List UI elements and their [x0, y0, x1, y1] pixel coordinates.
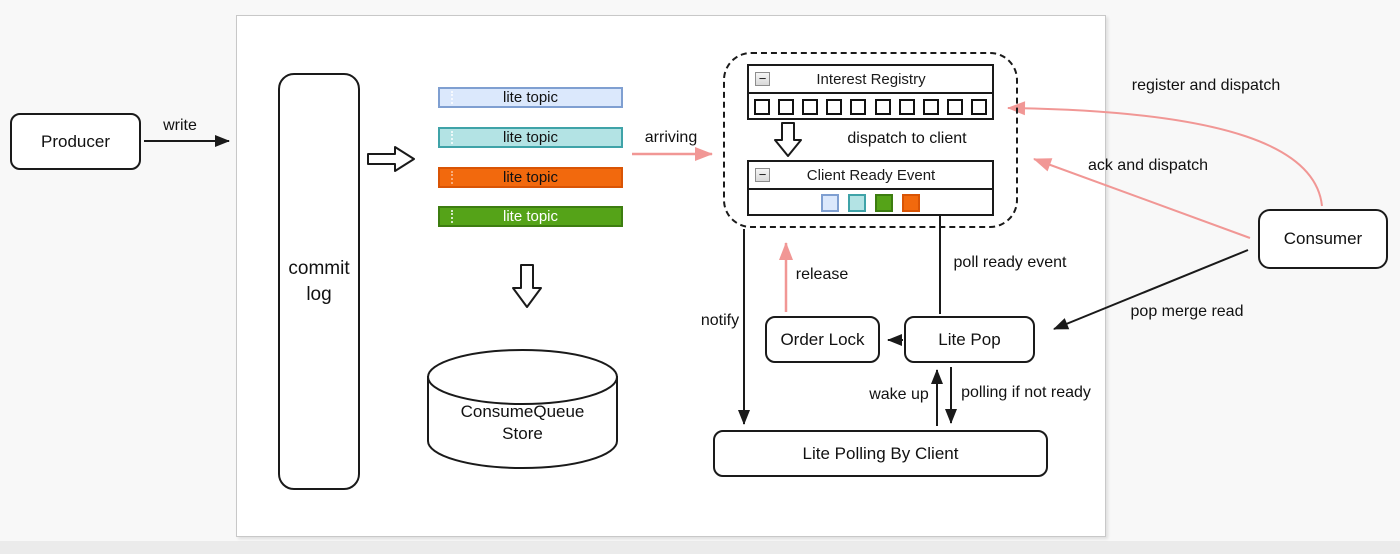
node-lite-polling-by-client: Lite Polling By Client	[713, 430, 1048, 477]
bar-divider	[451, 210, 453, 223]
edge-label-pop-merge-read: pop merge read	[1130, 303, 1244, 320]
edge-label-release: release	[795, 266, 849, 283]
interest-registry-titlebar: − Interest Registry	[749, 66, 992, 94]
ready-event-square-green	[875, 194, 893, 212]
lite-topic-bar: lite topic	[438, 87, 623, 108]
consumer-label: Consumer	[1283, 229, 1363, 248]
lite-topic-label: lite topic	[502, 89, 559, 106]
lite-topic-bar: lite topic	[438, 127, 623, 148]
registry-slot	[970, 99, 987, 115]
commit-log-label: commit log	[288, 257, 350, 305]
order-lock-label: Order Lock	[780, 329, 865, 349]
bar-divider	[451, 91, 453, 104]
client-ready-event-titlebar: − Client Ready Event	[749, 162, 992, 190]
edge-label-polling-if-not-ready: polling if not ready	[961, 384, 1091, 401]
page-bottom-strip	[0, 541, 1400, 554]
edge-label-notify: notify	[700, 312, 740, 329]
lite-topic-label: lite topic	[502, 208, 559, 225]
lite-topic-label: lite topic	[502, 169, 559, 186]
edge-label-register-and-dispatch: register and dispatch	[1131, 77, 1281, 94]
lite-topic-bar: lite topic	[438, 206, 623, 227]
registry-slot	[874, 99, 891, 115]
bar-divider	[451, 171, 453, 184]
registry-slot	[898, 99, 915, 115]
ready-event-square-blue	[821, 194, 839, 212]
lite-polling-label: Lite Polling By Client	[802, 443, 959, 463]
registry-slot	[802, 99, 819, 115]
registry-slot	[946, 99, 963, 115]
registry-slot	[754, 99, 770, 115]
client-ready-event-squares	[749, 190, 992, 216]
broker-event-group	[723, 52, 1018, 228]
interest-registry-title: Interest Registry	[816, 70, 926, 88]
registry-slot	[850, 99, 867, 115]
registry-slot	[826, 99, 843, 115]
node-client-ready-event: − Client Ready Event	[747, 160, 994, 216]
consume-queue-store-label: ConsumeQueue Store	[460, 402, 585, 443]
node-lite-pop: Lite Pop	[904, 316, 1035, 363]
bar-divider	[451, 131, 453, 144]
edge-label-arriving: arriving	[644, 129, 698, 146]
edge-label-write: write	[163, 117, 197, 134]
node-interest-registry: − Interest Registry	[747, 64, 994, 120]
lite-pop-label: Lite Pop	[938, 329, 1001, 349]
collapse-icon: −	[755, 168, 770, 182]
edge-label-wake-up: wake up	[869, 386, 929, 403]
lite-topic-bar: lite topic	[438, 167, 623, 188]
client-ready-event-title: Client Ready Event	[806, 166, 936, 184]
node-consumer: Consumer	[1258, 209, 1388, 269]
edge-label-poll-ready-event: poll ready event	[953, 254, 1067, 271]
edge-label-ack-and-dispatch: ack and dispatch	[1087, 157, 1209, 174]
edge-label-dispatch-to-client: dispatch to client	[847, 130, 967, 147]
ready-event-square-orange	[902, 194, 920, 212]
node-order-lock: Order Lock	[765, 316, 880, 363]
collapse-icon: −	[755, 72, 770, 86]
interest-registry-slots	[749, 94, 992, 120]
producer-label: Producer	[41, 131, 110, 151]
registry-slot	[922, 99, 939, 115]
lite-topic-label: lite topic	[502, 129, 559, 146]
ready-event-square-teal	[848, 194, 866, 212]
node-commit-log: commit log	[278, 73, 360, 490]
registry-slot	[778, 99, 795, 115]
node-producer: Producer	[10, 113, 141, 170]
